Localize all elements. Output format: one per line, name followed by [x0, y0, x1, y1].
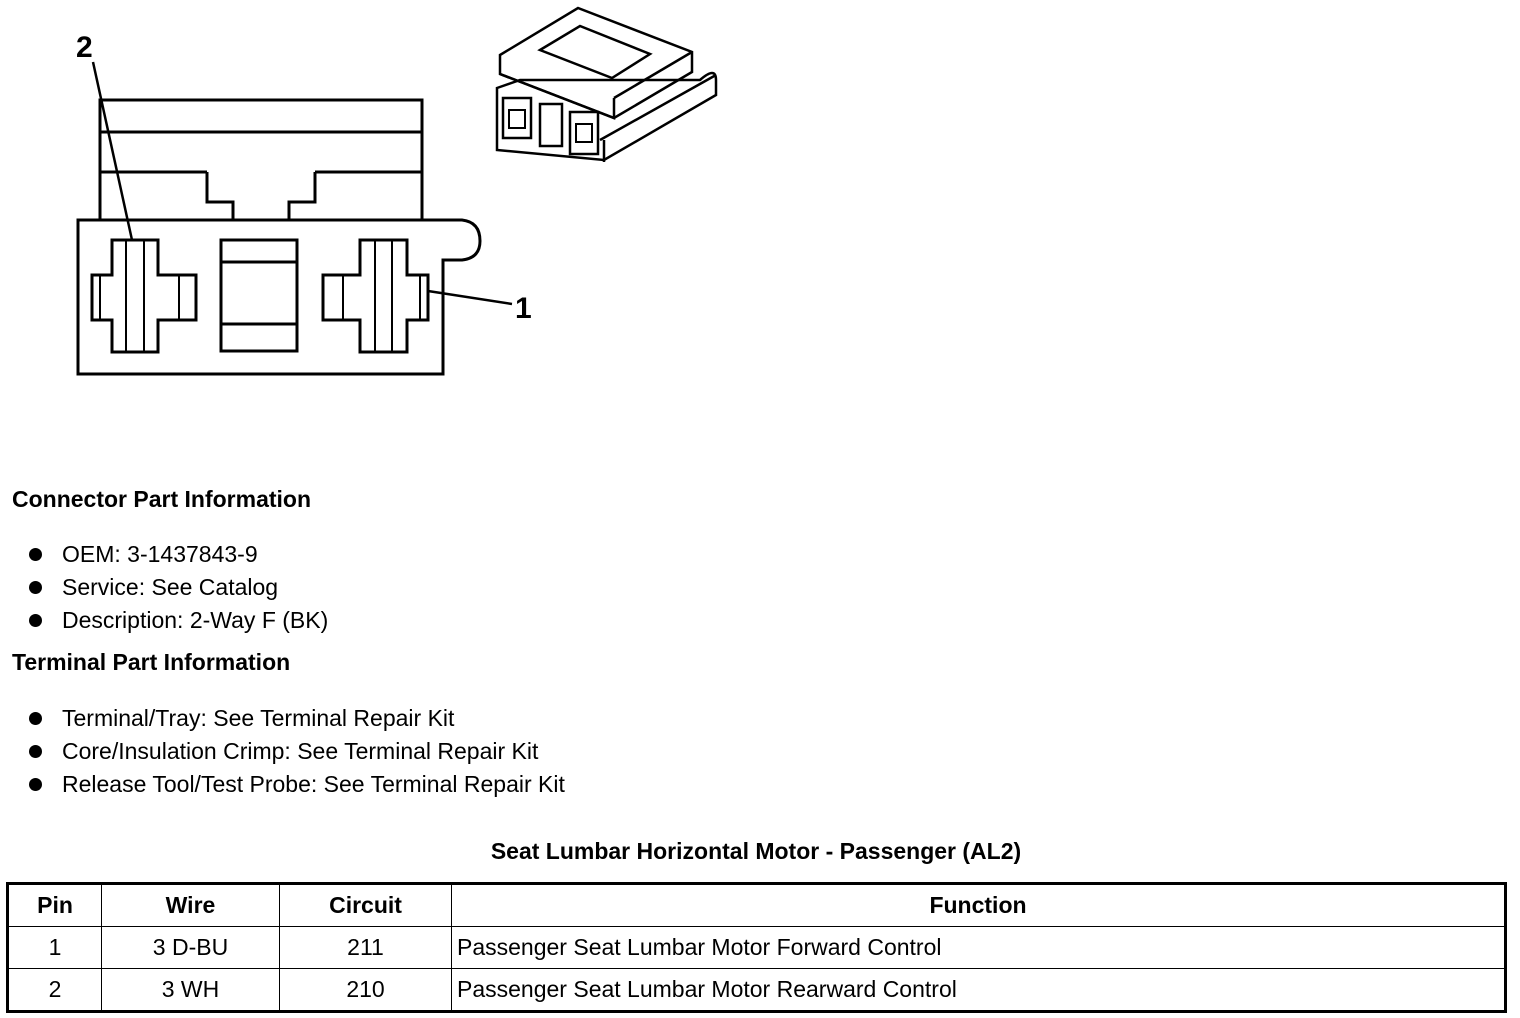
- cell-circuit: 211: [279, 926, 452, 969]
- header-wire: Wire: [101, 883, 280, 927]
- cell-circuit: 210: [279, 968, 452, 1012]
- list-item: OEM: 3-1437843-9: [0, 538, 328, 571]
- header-function: Function: [451, 883, 1506, 927]
- bullet-icon: [29, 712, 42, 725]
- bullet-icon: [29, 548, 42, 561]
- bullet-icon: [29, 745, 42, 758]
- list-item: Core/Insulation Crimp: See Terminal Repa…: [0, 735, 565, 768]
- cell-pin: 1: [7, 926, 102, 969]
- cell-wire: 3 D-BU: [101, 926, 280, 969]
- cell-wire: 3 WH: [101, 968, 280, 1012]
- callout-1-label: 1: [515, 292, 532, 325]
- connector-face-view-drawing: [76, 61, 513, 376]
- bullet-icon: [29, 581, 42, 594]
- connector-part-list: OEM: 3-1437843-9 Service: See Catalog De…: [0, 538, 328, 637]
- list-item-text: Release Tool/Test Probe: See Terminal Re…: [62, 771, 565, 797]
- bullet-icon: [29, 778, 42, 791]
- connector-diagram: 2 1: [76, 6, 718, 376]
- table-header-row: Pin Wire Circuit Function: [7, 883, 1506, 927]
- table-title: Seat Lumbar Horizontal Motor - Passenger…: [490, 838, 1022, 864]
- bullet-icon: [29, 614, 42, 627]
- header-pin: Pin: [7, 883, 102, 927]
- table-row: 2 3 WH 210 Passenger Seat Lumbar Motor R…: [7, 968, 1506, 1012]
- list-item-text: Terminal/Tray: See Terminal Repair Kit: [62, 705, 455, 731]
- cell-pin: 2: [7, 968, 102, 1012]
- terminal-part-list: Terminal/Tray: See Terminal Repair Kit C…: [0, 702, 565, 801]
- table-row: 1 3 D-BU 211 Passenger Seat Lumbar Motor…: [7, 926, 1506, 969]
- callout-2-label: 2: [76, 31, 93, 64]
- connector-isometric-view-drawing: [495, 6, 718, 162]
- cell-function: Passenger Seat Lumbar Motor Forward Cont…: [451, 926, 1506, 969]
- header-circuit: Circuit: [279, 883, 452, 927]
- connector-part-heading: Connector Part Information: [12, 486, 312, 512]
- list-item-text: Description: 2-Way F (BK): [62, 607, 329, 633]
- pinout-table: Pin Wire Circuit Function 1 3 D-BU 211 P…: [6, 882, 1507, 1013]
- list-item: Release Tool/Test Probe: See Terminal Re…: [0, 768, 565, 801]
- list-item: Description: 2-Way F (BK): [0, 604, 328, 637]
- list-item-text: Service: See Catalog: [62, 574, 279, 600]
- terminal-part-heading: Terminal Part Information: [12, 649, 291, 675]
- cell-function: Passenger Seat Lumbar Motor Rearward Con…: [451, 968, 1506, 1012]
- list-item-text: Core/Insulation Crimp: See Terminal Repa…: [62, 738, 539, 764]
- list-item: Terminal/Tray: See Terminal Repair Kit: [0, 702, 565, 735]
- list-item: Service: See Catalog: [0, 571, 328, 604]
- list-item-text: OEM: 3-1437843-9: [62, 541, 258, 567]
